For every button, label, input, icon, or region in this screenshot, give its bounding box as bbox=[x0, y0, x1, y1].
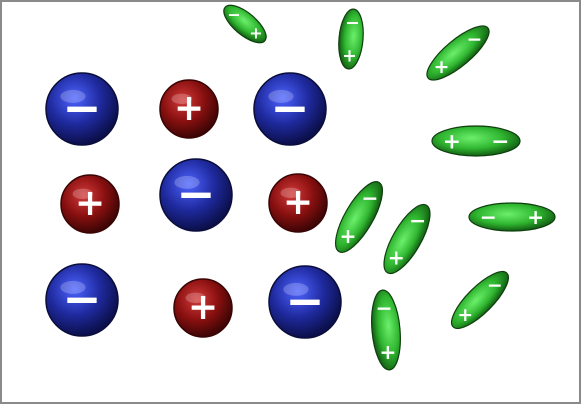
cation: + bbox=[174, 279, 232, 337]
dipole-plus-sign: + bbox=[340, 224, 357, 248]
anion: − bbox=[160, 159, 232, 231]
plus-sign: + bbox=[283, 180, 313, 223]
dipole-minus-sign: − bbox=[467, 30, 483, 51]
water-dipole: +− bbox=[336, 8, 365, 70]
plus-sign: + bbox=[174, 86, 204, 129]
dipole-minus-sign: − bbox=[409, 208, 426, 232]
dipole-plus-sign: + bbox=[388, 245, 405, 269]
water-dipoles: +−+−+−+−+−+−+−+−+− bbox=[218, 2, 555, 371]
dipole-body bbox=[444, 264, 516, 336]
anion: − bbox=[254, 73, 326, 145]
dipole-body bbox=[420, 18, 496, 88]
minus-sign: − bbox=[270, 82, 309, 136]
dipole-minus-sign: − bbox=[487, 276, 503, 297]
anion: − bbox=[46, 73, 118, 145]
water-dipole: +− bbox=[420, 18, 497, 89]
dipole-plus-sign: + bbox=[379, 340, 396, 364]
dipole-body bbox=[327, 175, 391, 258]
dipole-minus-sign: − bbox=[491, 129, 509, 154]
dipole-plus-sign: + bbox=[443, 129, 461, 154]
plus-sign: + bbox=[75, 181, 105, 224]
dipole-plus-sign: + bbox=[249, 24, 262, 43]
dipole-minus-sign: − bbox=[362, 186, 379, 210]
water-dipole: +− bbox=[369, 289, 404, 371]
dipole-minus-sign: − bbox=[376, 296, 393, 320]
dipole-minus-sign: − bbox=[345, 13, 360, 33]
anion: − bbox=[46, 264, 118, 336]
cation: + bbox=[269, 174, 327, 232]
water-dipole: +− bbox=[327, 175, 391, 258]
minus-sign: − bbox=[62, 82, 101, 136]
dipole-minus-sign: − bbox=[227, 5, 240, 24]
minus-sign: − bbox=[176, 168, 215, 222]
water-dipole: +− bbox=[375, 198, 438, 280]
cation: + bbox=[160, 80, 218, 138]
minus-sign: − bbox=[285, 275, 324, 329]
cation: + bbox=[61, 175, 119, 233]
anion: − bbox=[269, 266, 341, 338]
dipole-minus-sign: − bbox=[480, 205, 497, 229]
dipole-plus-sign: + bbox=[434, 57, 450, 78]
ionic-lattice: − + − + − + − + − bbox=[46, 73, 341, 338]
water-dipole: +− bbox=[432, 126, 520, 156]
minus-sign: − bbox=[62, 273, 101, 327]
dipole-body bbox=[218, 2, 272, 49]
plus-sign: + bbox=[188, 285, 218, 328]
dipole-plus-sign: + bbox=[342, 46, 357, 66]
water-dipole: +− bbox=[444, 264, 517, 337]
water-dipole: +− bbox=[218, 2, 273, 50]
dipole-plus-sign: + bbox=[457, 305, 473, 326]
dipole-body bbox=[375, 198, 438, 280]
water-dipole: +− bbox=[469, 203, 555, 231]
dipole-plus-sign: + bbox=[527, 205, 544, 229]
